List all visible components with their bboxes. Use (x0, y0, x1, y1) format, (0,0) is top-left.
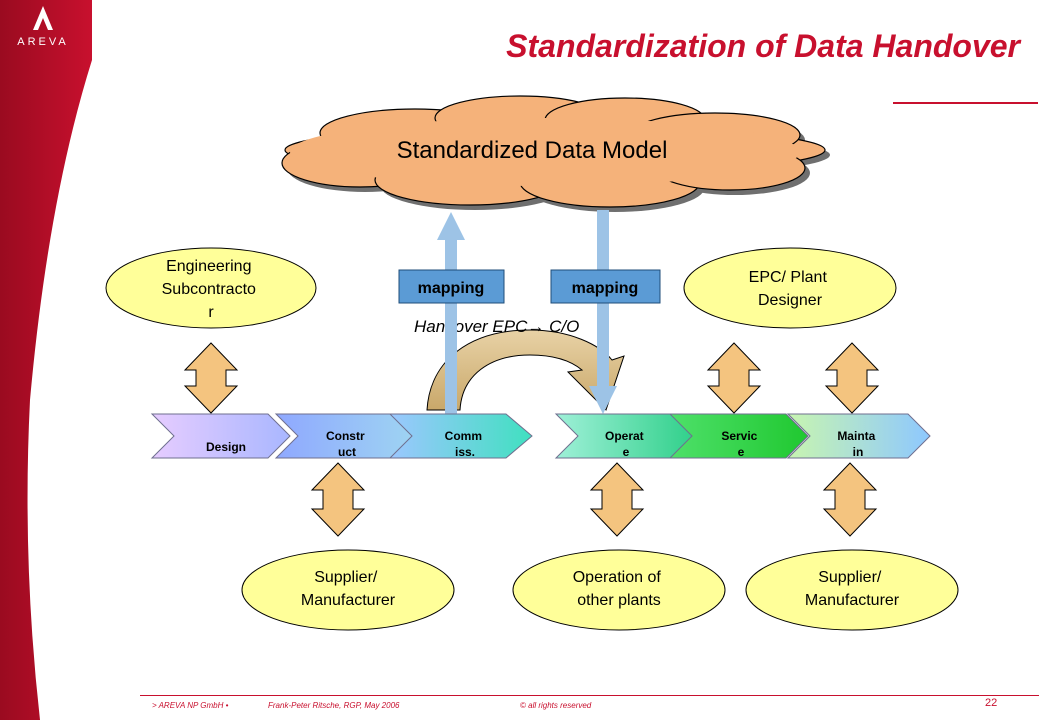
ellipse-supplier-left: Supplier/ Manufacturer (241, 549, 455, 631)
page-title: Standardization of Data Handover (506, 28, 1020, 64)
operation-line-2: other plants (577, 592, 661, 609)
process-chevron-construct: Constr uct (274, 413, 415, 459)
supplier-left-line-1: Supplier/ (314, 569, 378, 586)
mapping-right-label: mapping (572, 280, 639, 297)
phase-commiss-line-2: iss. (455, 445, 475, 459)
process-chevron-service: Servic e (668, 413, 809, 459)
supplier-right-line-2: Manufacturer (805, 592, 900, 609)
epc-line-1: EPC/ Plant (749, 269, 828, 286)
ellipse-epc-plant-designer: EPC/ Plant Designer (683, 247, 897, 329)
ellipse-operation-other-plants: Operation of other plants (512, 549, 726, 631)
double-arrow-epc-right-icon (824, 342, 880, 414)
mapping-box-right: mapping (550, 269, 661, 304)
supplier-right-line-1: Supplier/ (818, 569, 882, 586)
double-arrow-engineering-icon (183, 342, 239, 414)
svg-text:Operat e: Operat e (605, 429, 647, 459)
svg-text:EPC/ Plant Designer: EPC/ Plant Designer (749, 269, 832, 309)
phase-service-line-1: Servic (721, 429, 757, 443)
phase-service-line-2: e (738, 445, 745, 459)
svg-text:Engineering Subcontracto: Engineering Subcontracto r (162, 258, 261, 321)
double-arrow-operation-icon (589, 462, 645, 537)
title-underline (893, 102, 1038, 104)
svg-text:Supplier/ Manufacturer: Supplier/ Manufacturer (805, 569, 900, 609)
phase-commiss-line-1: Comm (445, 429, 482, 443)
phase-construct-line-2: uct (338, 445, 356, 459)
mapping-box-left: mapping (398, 269, 505, 304)
cloud-label: Standardized Data Model (397, 137, 668, 164)
svg-text:Constr uct: Constr uct (326, 429, 368, 459)
process-chevron-operate: Operat e (554, 413, 695, 459)
handover-curved-arrow (426, 329, 625, 411)
footer-company: > AREVA NP GmbH • (152, 701, 229, 710)
footer-divider (140, 695, 1039, 696)
phase-construct-line-1: Constr (326, 429, 365, 443)
phase-design-label: Design (206, 440, 246, 454)
process-chevron-maintain: Mainta in (786, 413, 931, 459)
engineering-line-3: r (208, 304, 214, 321)
ellipse-engineering-subcontractor: Engineering Subcontracto r (105, 247, 317, 329)
operation-line-1: Operation of (573, 569, 662, 586)
double-arrow-epc-left-icon (706, 342, 762, 414)
footer-author: Frank-Peter Ritsche, RGP, May 2006 (268, 701, 400, 710)
double-arrow-supplier-left-icon (310, 462, 366, 537)
mapping-left-label: mapping (418, 280, 485, 297)
brand-sidebar (0, 0, 92, 720)
svg-text:Mainta in: Mainta in (837, 429, 878, 459)
page-number: 22 (985, 697, 998, 709)
areva-logo-icon (33, 6, 53, 30)
engineering-line-1: Engineering (166, 258, 251, 275)
process-chevron-design: Design (150, 413, 291, 459)
svg-text:Servic e: Servic e (721, 429, 760, 459)
svg-text:Supplier/ Manufacturer: Supplier/ Manufacturer (301, 569, 396, 609)
svg-text:Comm iss.: Comm iss. (445, 429, 486, 459)
process-chevron-commiss: Comm iss. (388, 413, 533, 459)
phase-maintain-line-1: Mainta (837, 429, 875, 443)
svg-text:Operation of other plant: Operation of other plants (573, 569, 666, 609)
phase-operate-line-2: e (623, 445, 630, 459)
engineering-line-2: Subcontracto (162, 281, 256, 298)
brand-wordmark: AREVA (17, 36, 69, 48)
double-arrow-supplier-right-icon (822, 462, 878, 537)
phase-maintain-line-2: in (853, 445, 864, 459)
footer-rights: © all rights reserved (520, 701, 592, 710)
handover-label: Handover EPC→ C/O (414, 317, 579, 336)
ellipse-supplier-right: Supplier/ Manufacturer (745, 549, 959, 631)
supplier-left-line-2: Manufacturer (301, 592, 396, 609)
epc-line-2: Designer (758, 292, 823, 309)
phase-operate-line-1: Operat (605, 429, 644, 443)
cloud-standardized-data-model: Standardized Data Model (281, 95, 830, 212)
